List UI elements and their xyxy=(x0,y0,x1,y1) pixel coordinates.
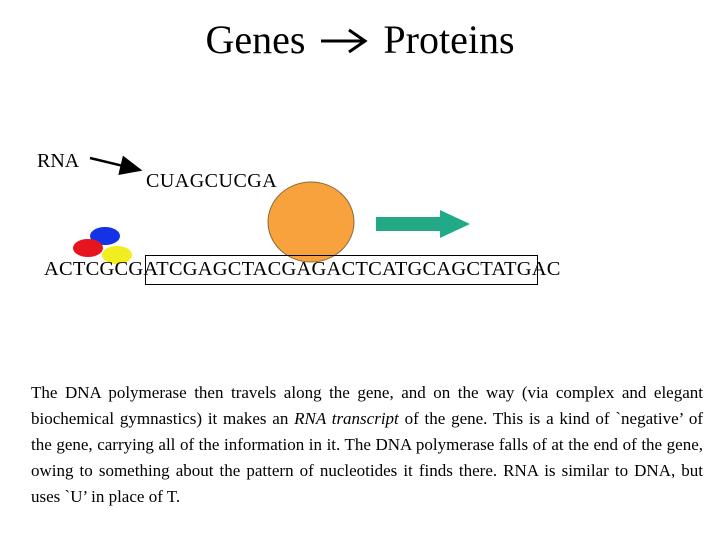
dna-sequence: ACTCGCGATCGAGCTACGAGACTCATGCAGCTATGAC xyxy=(44,258,561,281)
dna-after-gene: CTATGAC xyxy=(466,258,561,280)
dna-gene-region: GATCGAGCTACGAGACTCATGCAG xyxy=(128,258,467,280)
description-text-2: of the gene. This is a kind of `negative… xyxy=(31,409,703,506)
description-emphasis: RNA transcript xyxy=(294,409,399,428)
gene-box xyxy=(145,255,538,285)
rna-pointer-arrow xyxy=(89,155,143,176)
title-proteins: Proteins xyxy=(383,17,515,62)
slide-title: Genes Proteins xyxy=(0,14,720,66)
right-arrow-icon xyxy=(321,28,369,54)
nucleotide-blue xyxy=(90,227,120,245)
dna-polymerase xyxy=(267,181,355,263)
dna-before-gene: ACTCGC xyxy=(44,258,129,280)
nucleotide-yellow xyxy=(102,246,132,264)
rna-transcript-sequence: CUAGCUCGA xyxy=(146,170,278,192)
direction-arrow xyxy=(376,210,470,238)
nucleotide-red xyxy=(73,239,103,257)
rna-label: RNA xyxy=(37,150,80,172)
description-text-1: The DNA polymerase then travels along th… xyxy=(31,383,703,428)
title-genes: Genes xyxy=(205,17,306,62)
description-paragraph: The DNA polymerase then travels along th… xyxy=(31,380,703,510)
